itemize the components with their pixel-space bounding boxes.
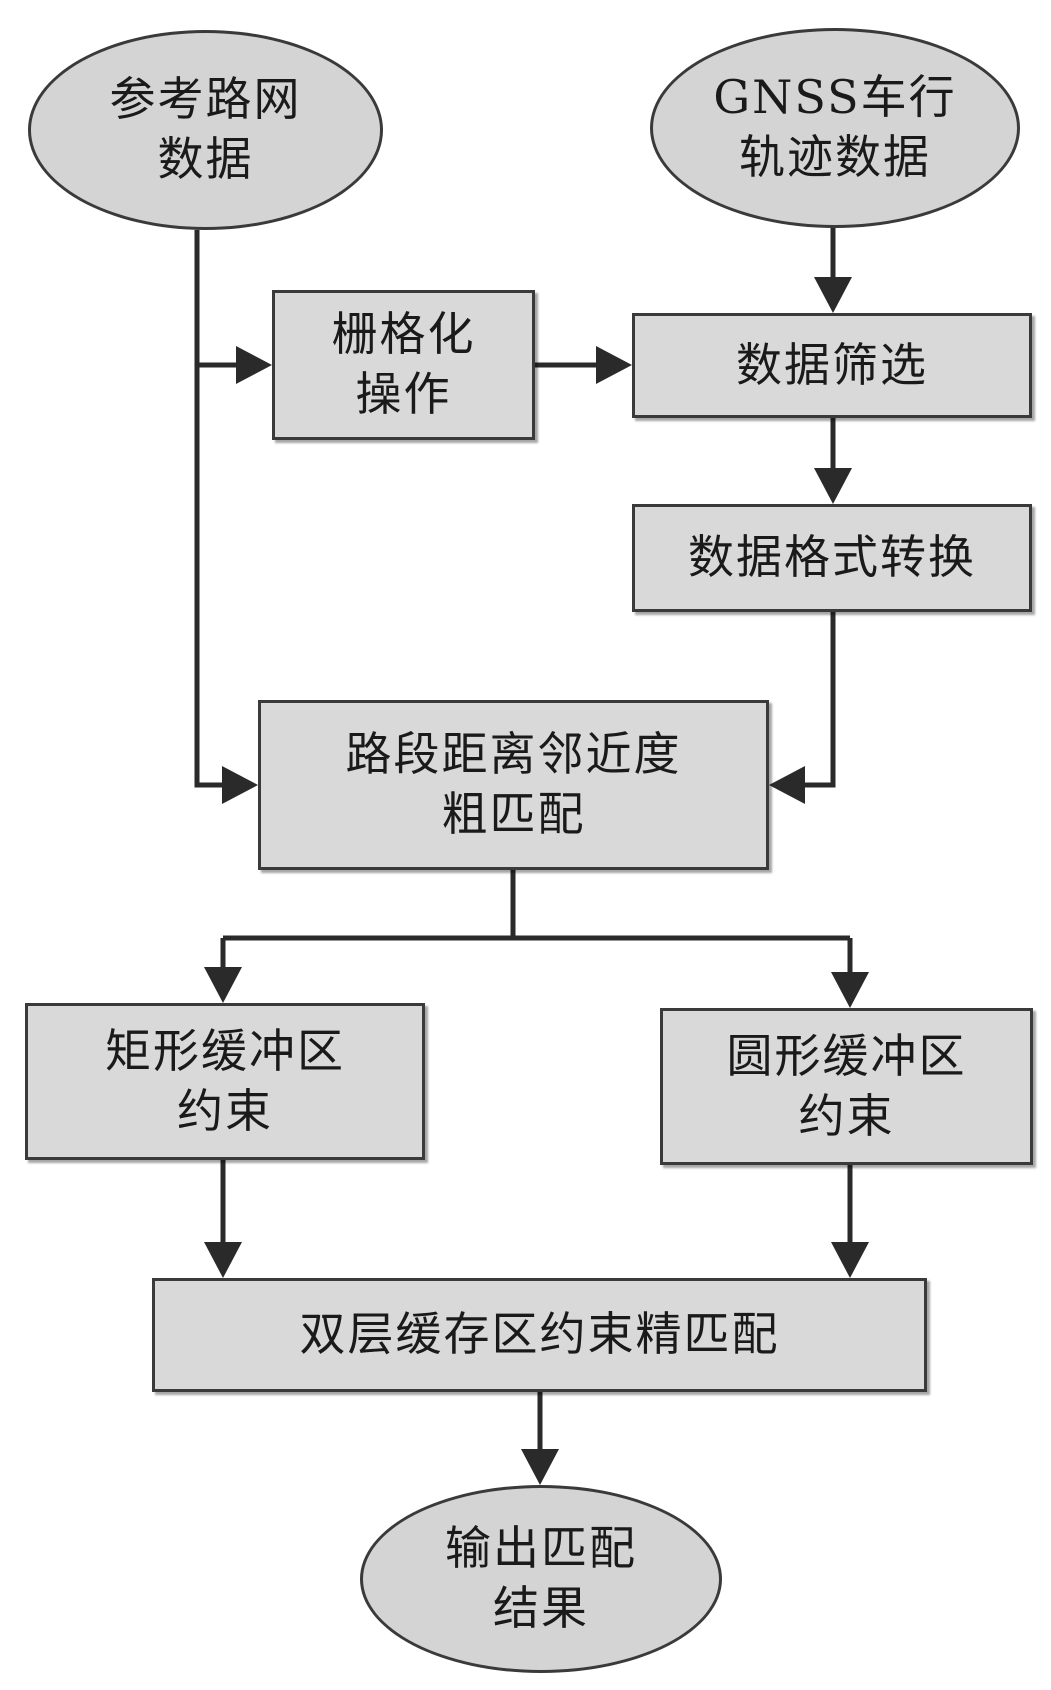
arrowhead-coarse-right	[769, 766, 805, 804]
rasterize-node: 栅格化 操作	[272, 290, 535, 440]
output-line-2: 结果	[445, 1579, 637, 1639]
rect-buffer-node: 矩形缓冲区 约束	[25, 1003, 425, 1160]
edge-ref-road-to-coarse	[197, 365, 230, 785]
arrowhead-coarse-left	[222, 766, 258, 804]
arrowhead-fine-left-top	[204, 1242, 242, 1278]
arrowhead-output-top	[521, 1449, 559, 1485]
rasterize-line-1: 栅格化	[332, 305, 476, 365]
arrowhead-convert-top	[814, 468, 852, 504]
arrowhead-filter-left	[596, 346, 632, 384]
output-result-node: 输出匹配 结果	[360, 1485, 722, 1673]
fine-line-1: 双层缓存区约束精匹配	[300, 1305, 780, 1365]
circle-buffer-line-1: 圆形缓冲区	[727, 1027, 967, 1087]
arrowhead-filter-top	[814, 277, 852, 313]
circle-buffer-node: 圆形缓冲区 约束	[660, 1008, 1033, 1165]
ref-road-network-node: 参考路网 数据	[28, 30, 383, 230]
gnss-trajectory-node: GNSS车行 轨迹数据	[650, 28, 1020, 228]
gnss-line-2: 轨迹数据	[713, 128, 956, 188]
edge-coarse-split	[223, 870, 850, 938]
rect-buffer-line-1: 矩形缓冲区	[105, 1022, 345, 1082]
arrowhead-circle-buffer-top	[831, 972, 869, 1008]
filter-line-1: 数据筛选	[736, 336, 928, 396]
arrowhead-fine-right-top	[831, 1242, 869, 1278]
edge-convert-to-coarse	[795, 612, 833, 785]
coarse-line-2: 粗匹配	[346, 785, 682, 845]
fine-match-node: 双层缓存区约束精匹配	[152, 1278, 927, 1392]
convert-line-1: 数据格式转换	[688, 528, 976, 588]
format-convert-node: 数据格式转换	[632, 504, 1032, 612]
coarse-line-1: 路段距离邻近度	[346, 725, 682, 785]
arrowhead-rasterize	[236, 346, 272, 384]
ref-road-line-1: 参考路网	[110, 70, 302, 130]
circle-buffer-line-2: 约束	[727, 1087, 967, 1147]
ref-road-line-2: 数据	[110, 130, 302, 190]
gnss-line-1: GNSS车行	[713, 68, 956, 128]
edge-ref-road-to-rasterize	[197, 230, 242, 365]
data-filter-node: 数据筛选	[632, 313, 1032, 418]
output-line-1: 输出匹配	[445, 1519, 637, 1579]
rect-buffer-line-2: 约束	[105, 1082, 345, 1142]
arrowhead-rect-buffer-top	[204, 967, 242, 1003]
rasterize-line-2: 操作	[332, 365, 476, 425]
coarse-match-node: 路段距离邻近度 粗匹配	[258, 700, 769, 870]
